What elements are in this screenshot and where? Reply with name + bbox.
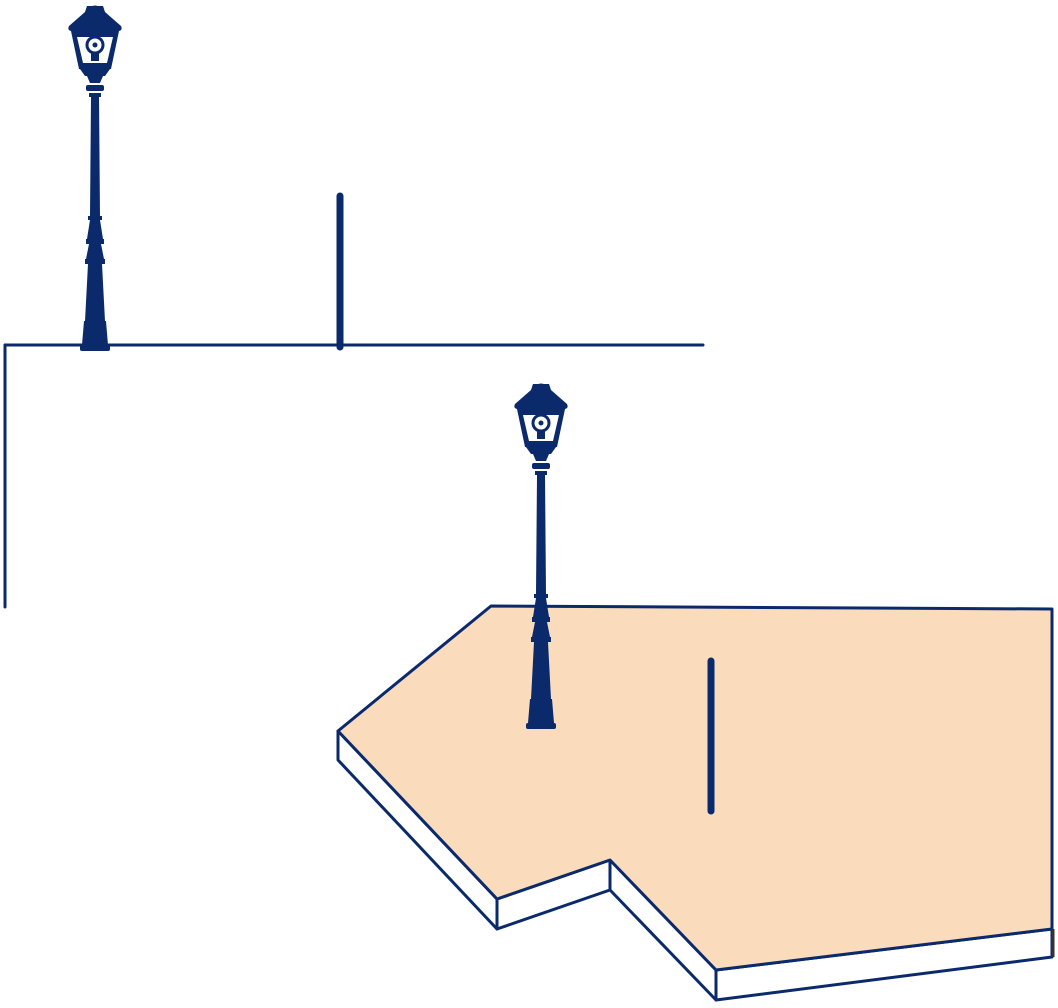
elevation-view: [3, 4, 705, 609]
street-lamp-icon: [66, 4, 124, 353]
isometric-view: [336, 382, 1055, 1002]
platform-top: [336, 604, 1054, 972]
